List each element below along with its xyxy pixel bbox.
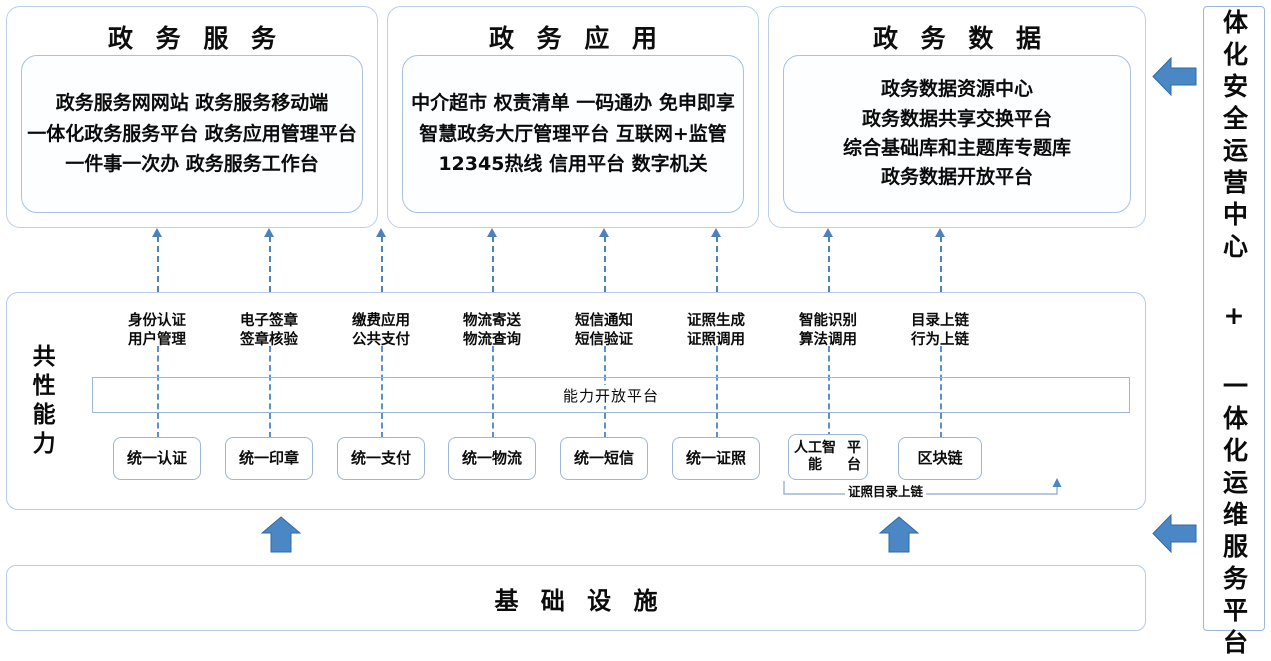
arrow-left-top <box>1152 57 1197 96</box>
top-group-government-application: 政 务 应 用 中介超市 权责清单 一码通办 免申即享 智慧政务大厅管理平台 互… <box>387 6 759 228</box>
group-item: 一体化政务服务平台 政务应用管理平台 <box>27 122 357 145</box>
security-operation-panel: 一体化安全运营中心 + 一体化运维服务平台 <box>1203 0 1265 661</box>
capability-column-label-line2: 公共支付 <box>352 332 410 349</box>
capability-box-line1: 人工智能 <box>794 440 836 473</box>
capability-column-guide <box>157 346 159 438</box>
group-item: 政务数据资源中心 <box>880 78 1033 101</box>
dashed-arrow-head-up <box>822 228 833 237</box>
group-item: 智慧政务大厅管理平台 互联网+监管 <box>419 122 727 145</box>
capability-column-label-line2: 证照调用 <box>687 332 745 349</box>
top-group-government-service: 政 务 服 务 政务服务网网站 政务服务移动端 一体化政务服务平台 政务应用管理… <box>6 6 378 228</box>
group-title: 政 务 服 务 <box>107 24 284 53</box>
capability-column-label: 短信通知短信验证 <box>549 312 659 351</box>
capability-column-label-line1: 证照生成 <box>687 313 745 329</box>
group-item: 12345热线 信用平台 数字机关 <box>438 153 708 176</box>
infrastructure-label: 基 础 设 施 <box>494 586 665 615</box>
capability-box[interactable]: 统一证照 <box>672 437 760 480</box>
capability-layer-side-label: 共性能力 <box>28 344 55 460</box>
capability-column-label: 身份认证用户管理 <box>102 312 212 351</box>
capability-box[interactable]: 区块链 <box>898 437 982 480</box>
capability-column-guide <box>828 346 830 438</box>
capability-box[interactable]: 统一短信 <box>560 437 648 480</box>
capability-column-label-line1: 身份认证 <box>128 313 186 329</box>
capability-column-guide <box>269 346 271 438</box>
dashed-arrow-head-up <box>263 228 274 237</box>
dashed-arrow-head-up <box>598 228 609 237</box>
dashed-arrow-up <box>604 236 606 292</box>
capability-column-guide <box>381 346 383 438</box>
capability-box[interactable]: 统一认证 <box>113 437 201 480</box>
group-title: 政 务 数 据 <box>872 24 1049 53</box>
capability-box[interactable]: 统一支付 <box>337 437 425 480</box>
dashed-arrow-head-up <box>151 228 162 237</box>
group-inner-box: 政务服务网网站 政务服务移动端 一体化政务服务平台 政务应用管理平台 一件事一次… <box>21 55 363 213</box>
dashed-arrow-head-up <box>710 228 721 237</box>
capability-column-guide <box>492 346 494 438</box>
capability-column-guide <box>940 346 942 438</box>
capability-column-label-line1: 物流寄送 <box>463 313 521 329</box>
group-title: 政 务 应 用 <box>488 24 665 53</box>
dashed-arrow-up <box>269 236 271 292</box>
capability-column-label-line2: 签章核验 <box>240 332 298 349</box>
arrow-up-infrastructure-left <box>261 516 301 553</box>
group-item: 政务数据开放平台 <box>880 166 1033 189</box>
group-inner-box: 中介超市 权责清单 一码通办 免申即享 智慧政务大厅管理平台 互联网+监管 12… <box>402 55 744 213</box>
capability-box-line2: 平台 <box>847 440 861 473</box>
capability-column-label-line1: 缴费应用 <box>352 313 410 329</box>
capability-column-label-line2: 用户管理 <box>128 332 186 349</box>
capability-column-label-line1: 目录上链 <box>911 313 969 329</box>
ability-open-platform-bar: 能力开放平台 <box>92 377 1130 413</box>
certificate-chain-label: 证照目录上链 <box>845 481 927 500</box>
top-group-government-data: 政 务 数 据 政务数据资源中心 政务数据共享交换平台 综合基础库和主题库专题库… <box>768 6 1146 228</box>
dashed-arrow-up <box>157 236 159 292</box>
dashed-arrow-up <box>492 236 494 292</box>
infrastructure-layer: 基 础 设 施 <box>6 565 1146 631</box>
group-item: 一件事一次办 政务服务工作台 <box>65 153 319 176</box>
capability-column-label: 电子签章签章核验 <box>214 312 324 351</box>
capability-column-guide <box>716 346 718 438</box>
dashed-arrow-up <box>940 236 942 292</box>
capability-column-label-line2: 短信验证 <box>575 332 633 349</box>
capability-box[interactable]: 统一印章 <box>225 437 313 480</box>
dashed-arrow-head-up <box>375 228 386 237</box>
arrow-left-bottom <box>1152 514 1197 553</box>
dashed-arrow-up <box>828 236 830 292</box>
group-item: 政务服务网网站 政务服务移动端 <box>55 91 329 114</box>
capability-box[interactable]: 人工智能平台 <box>788 434 868 480</box>
capability-column-label: 缴费应用公共支付 <box>326 312 436 351</box>
capability-column-label: 物流寄送物流查询 <box>437 312 547 351</box>
capability-column-label-line2: 算法调用 <box>799 332 857 349</box>
capability-box[interactable]: 统一物流 <box>448 437 536 480</box>
group-inner-box: 政务数据资源中心 政务数据共享交换平台 综合基础库和主题库专题库 政务数据开放平… <box>783 55 1131 213</box>
group-item: 综合基础库和主题库专题库 <box>842 137 1071 159</box>
dashed-arrow-head-up <box>486 228 497 237</box>
capability-column-label-line2: 物流查询 <box>463 332 521 349</box>
dashed-arrow-up <box>381 236 383 292</box>
capability-column-label: 智能识别算法调用 <box>773 312 883 351</box>
ability-open-platform-label: 能力开放平台 <box>556 384 665 406</box>
dashed-arrow-head-up <box>934 228 945 237</box>
security-operation-panel-label: 一体化安全运营中心 + 一体化运维服务平台 <box>1219 0 1249 661</box>
group-item: 政务数据共享交换平台 <box>861 107 1052 130</box>
group-item: 中介超市 权责清单 一码通办 免申即享 <box>411 91 735 114</box>
capability-column-label: 证照生成证照调用 <box>661 312 771 351</box>
arrow-up-infrastructure-right <box>879 516 919 553</box>
dashed-arrow-up <box>716 236 718 292</box>
capability-column-label-line1: 智能识别 <box>799 313 857 329</box>
capability-column-label-line1: 电子签章 <box>240 313 298 329</box>
capability-column-label: 目录上链行为上链 <box>885 312 995 351</box>
capability-column-label-line1: 短信通知 <box>575 313 633 329</box>
architecture-diagram: 政 务 服 务 政务服务网网站 政务服务移动端 一体化政务服务平台 政务应用管理… <box>6 0 1265 661</box>
capability-column-label-line2: 行为上链 <box>911 332 969 349</box>
